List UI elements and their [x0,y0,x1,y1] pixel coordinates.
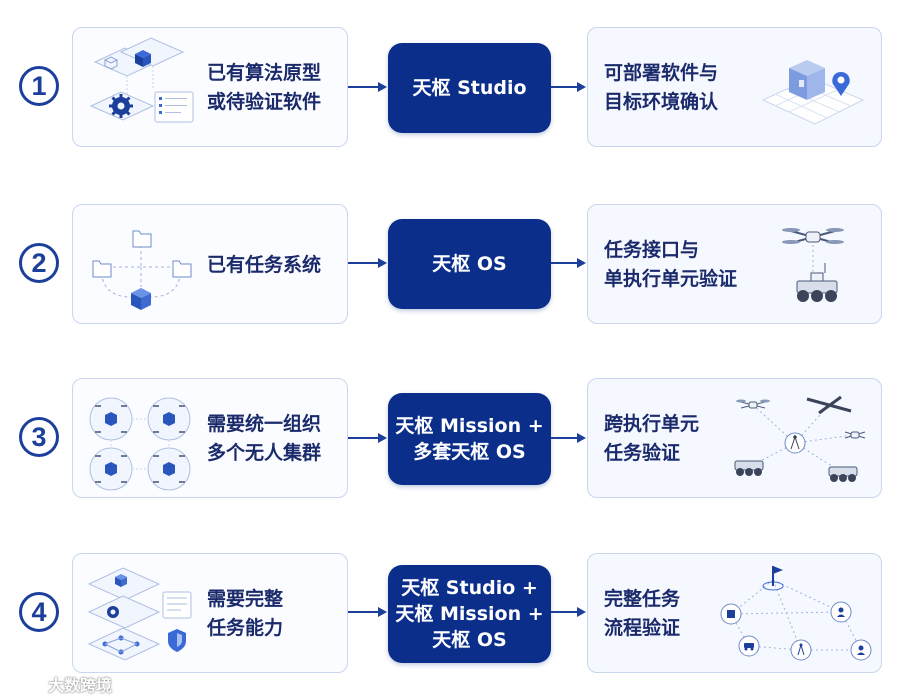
task-system-network-illustration [92,230,192,310]
outcome-description: 跨执行单元 任务验证 [604,413,700,464]
document-icon [162,591,192,619]
outcome-card: 可部署软件与 目标环境确认 [587,27,882,147]
cube-icon [135,50,151,67]
step-number-badge: 2 [19,243,59,283]
gear-icon [109,94,133,118]
cube-icon [131,288,151,310]
outcome-description: 完整任务 流程验证 [604,588,681,639]
arrow-right-icon [551,607,586,617]
product-box: 天枢 Studio + 天枢 Mission + 天枢 OS [388,565,551,663]
drone-swarms-illustration [89,397,191,491]
input-description: 已有算法原型 或待验证软件 [207,62,322,113]
outcome-description: 任务接口与 单执行单元验证 [604,239,738,290]
person-icon [857,645,865,655]
arrow-right-icon [348,82,387,92]
package-box-icon [789,60,825,100]
person-icon [837,607,845,617]
input-card: 已有算法原型 或待验证软件 [72,27,348,147]
drone-and-rover-illustration [782,228,844,302]
cube-icon [105,412,175,476]
rover-icon [734,460,764,476]
arrow-right-icon [551,433,586,443]
document-icon [154,91,194,123]
product-box: 天枢 Studio [388,43,551,133]
drone-icon [782,228,844,244]
target-flag-icon [762,566,784,591]
cube-icon [115,574,127,587]
product-box: 天枢 Mission + 多套天枢 OS [388,393,551,485]
product-box: 天枢 OS [388,219,551,309]
input-description: 已有任务系统 [207,253,322,276]
rover-icon [796,263,838,302]
software-modules-illustration [89,37,194,123]
arrow-right-icon [551,82,586,92]
outcome-card: 任务接口与 单执行单元验证 [587,204,882,324]
outcome-description: 可部署软件与 目标环境确认 [604,62,719,113]
scenario-row-2: 2 已有任务系统 天枢 OS [0,204,900,326]
outcome-card: 跨执行单元 任务验证 [587,378,882,498]
folder-icon [92,230,192,278]
drone-icon [736,399,770,409]
input-card: 需要统一组织 多个无人集群 [72,378,348,498]
step-number-badge: 4 [19,592,59,632]
input-description: 需要统一组织 多个无人集群 [207,413,322,464]
antenna-tower-icon [784,432,806,454]
scenario-row-3: 3 需要统一组织 多个无人集群 [0,378,900,500]
input-description: 需要完整 任务能力 [207,588,284,639]
drone-icon [844,431,866,439]
arrow-right-icon [348,607,387,617]
step-number-badge: 3 [19,417,59,457]
outcome-card: 完整任务 流程验证 [587,553,882,673]
box-icon [727,610,735,618]
fixed-wing-drone-icon [806,395,852,415]
input-card: 需要完整 任务能力 [72,553,348,673]
arrow-right-icon [551,258,586,268]
arrow-right-icon [348,433,387,443]
vehicle-icon [744,643,754,651]
step-number-badge: 1 [19,66,59,106]
brand-logo-icon [11,677,44,691]
deployment-environment-illustration [761,60,865,125]
gear-icon [107,606,119,618]
rover-icon [828,466,858,482]
input-card: 已有任务系统 [72,204,348,324]
box-outline-icon [103,56,119,70]
scenario-row-4: 4 [0,553,900,675]
full-capability-stack-illustration [87,567,192,661]
mini-drone-icon [95,405,185,483]
multi-unit-network-illustration [734,395,866,482]
watermark: 大数跨境 [10,672,112,696]
shield-icon [168,629,186,652]
scenario-row-1: 1 [0,27,900,149]
mission-flow-network-illustration [720,566,872,661]
arrow-right-icon [348,258,387,268]
location-pin-icon [832,72,850,96]
antenna-tower-icon [797,643,805,656]
